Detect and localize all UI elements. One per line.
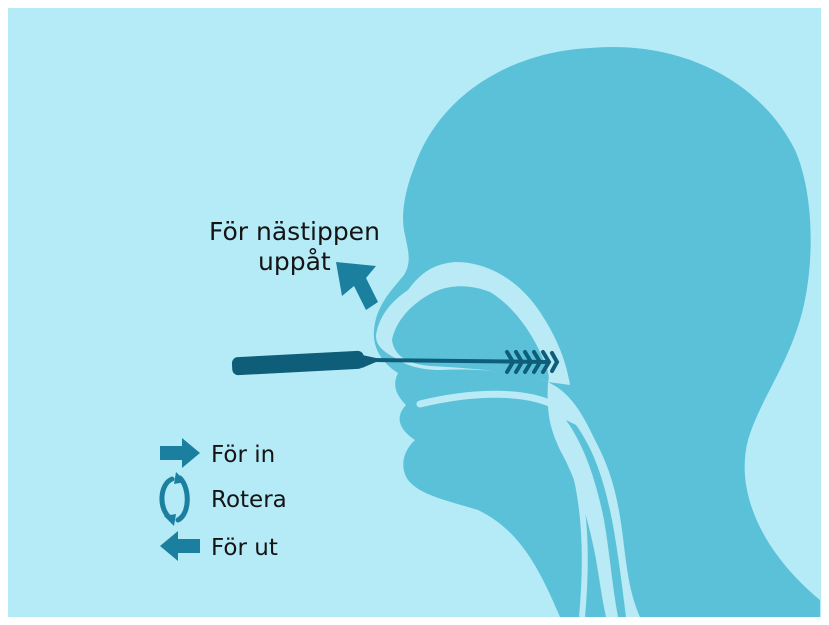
tilt-instruction-line1: För nästippen	[209, 217, 380, 246]
tilt-instruction-line2: uppåt	[258, 247, 331, 276]
legend-rotate-label: Rotera	[211, 487, 287, 513]
legend-remove: För ut	[160, 531, 278, 561]
legend-insert-label: För in	[211, 442, 275, 468]
legend-remove-label: För ut	[211, 535, 278, 561]
